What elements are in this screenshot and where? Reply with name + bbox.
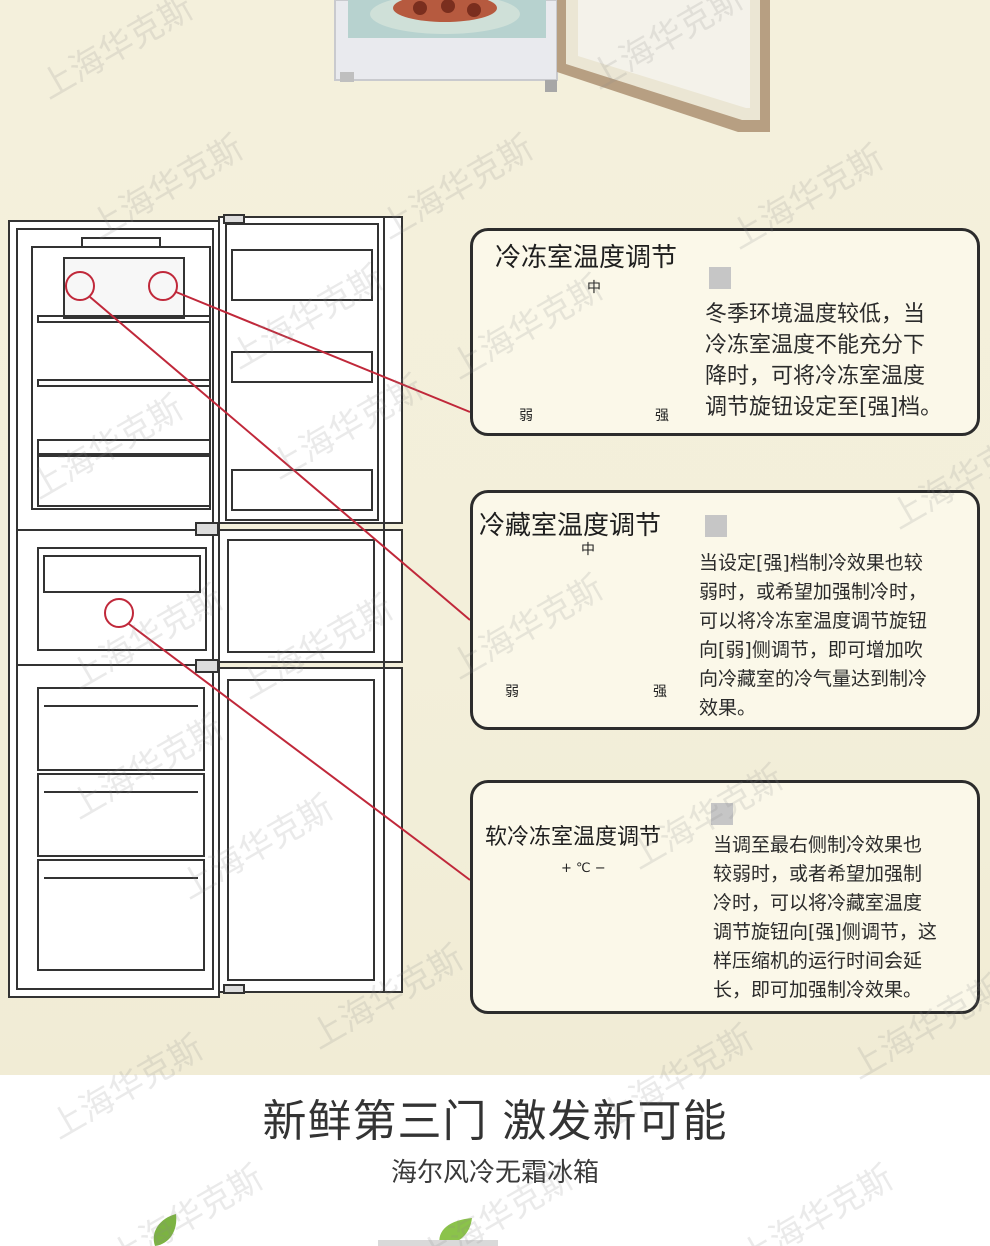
dial-strong-label: 强	[655, 408, 669, 424]
callout-lines	[65, 271, 471, 881]
gray-marker	[711, 803, 733, 825]
text-line: 冷冻室温度不能充分下	[705, 333, 926, 358]
dial-weak-label: 弱	[519, 408, 533, 424]
panel-title: 冷冻室温度调节	[495, 243, 678, 273]
text-line: 向冷藏室的冷气量达到制冷	[699, 668, 928, 690]
text-line: 向[弱]侧调节，即可增加吹	[699, 639, 923, 661]
text-line: 冷时，可以将冷藏室温度	[713, 892, 923, 914]
text-line: 当设定[强]档制冷效果也较	[699, 552, 923, 574]
fridge-temp-panel: 冷藏室温度调节 中 弱 强 当设定[强]档制冷效果也较 弱时，或希望加强制冷时，…	[470, 490, 980, 730]
text-line: 长，即可加强制冷效果。	[713, 979, 923, 1001]
dial-mid-label: 中	[581, 542, 595, 558]
text-line: 样压缩机的运行时间会延	[713, 950, 923, 972]
text-line: 冬季环境温度较低，当	[705, 302, 926, 327]
text-line: 弱时，或希望加强制冷时，	[699, 581, 928, 603]
text-line: 降时，可将冷冻室温度	[705, 364, 926, 389]
panel-title: 软冷冻室温度调节	[485, 825, 662, 850]
gray-marker	[705, 515, 727, 537]
freezer-temp-panel: 冷冻室温度调节 中 弱 强 冬季环境温度较低，当 冷冻室温度不能充分下 降时，可…	[470, 228, 980, 436]
text-line: 效果。	[699, 697, 757, 719]
text-line: 调节旋钮设定至[强]档。	[705, 395, 943, 420]
dial-mid-label: 中	[587, 280, 601, 296]
bottom-white-area	[0, 1075, 990, 1246]
headline: 新鲜第三门 激发新可能	[262, 1096, 728, 1147]
text-line: 较弱时，或者希望加强制	[713, 863, 923, 885]
leaf-decoration	[153, 1214, 498, 1246]
text-line: 当调至最右侧制冷效果也	[713, 834, 923, 856]
soft-freeze-description: 当调至最右侧制冷效果也 较弱时，或者希望加强制 冷时，可以将冷藏室温度 调节旋钮…	[713, 831, 937, 1005]
subline: 海尔风冷无霜冰箱	[390, 1158, 599, 1188]
dial-strong-label: 强	[653, 684, 667, 700]
text-line: 可以将冷冻室温度调节旋钮	[699, 610, 928, 632]
dial-weak-label: 弱	[505, 684, 519, 700]
fridge-description: 当设定[强]档制冷效果也较 弱时，或希望加强制冷时， 可以将冷冻室温度调节旋钮 …	[699, 549, 927, 723]
panel-title: 冷藏室温度调节	[479, 511, 662, 541]
control-symbols: + ℃ −	[561, 861, 606, 876]
gray-marker	[709, 267, 731, 289]
freezer-description: 冬季环境温度较低，当 冷冻室温度不能充分下 降时，可将冷冻室温度 调节旋钮设定至…	[705, 299, 942, 423]
soft-freeze-temp-panel: 软冷冻室温度调节 + ℃ − 当调至最右侧制冷效果也 较弱时，或者希望加强制 冷…	[470, 780, 980, 1014]
fridge-photo	[334, 0, 770, 132]
fridge-line-drawing	[8, 214, 403, 998]
text-line: 调节旋钮向[强]侧调节，这	[713, 921, 937, 943]
